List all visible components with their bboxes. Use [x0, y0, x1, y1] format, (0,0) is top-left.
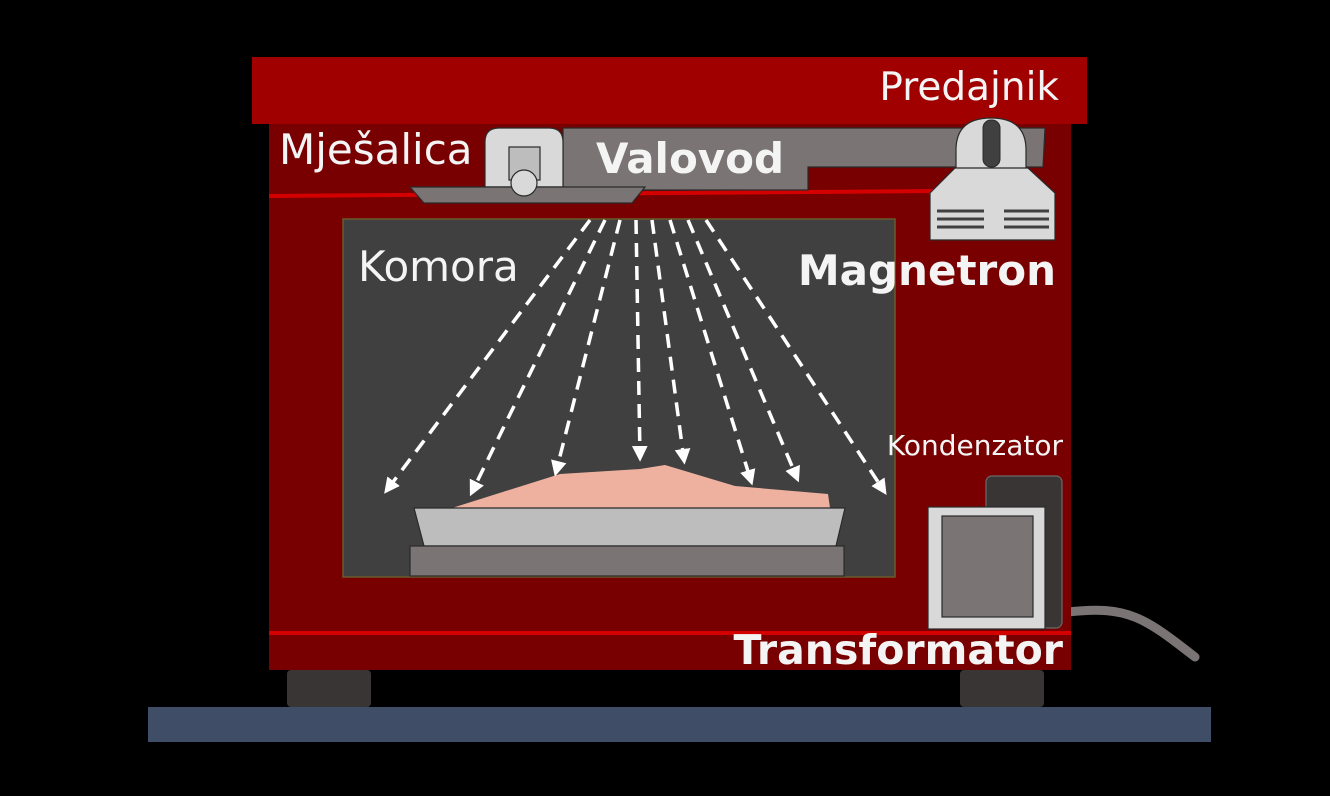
oven-foot-left	[287, 670, 371, 707]
stirrer-assembly	[408, 127, 647, 204]
magnetron	[929, 117, 1056, 241]
microwave-ray	[551, 219, 622, 477]
label-transmitter: Predajnik	[879, 65, 1059, 110]
microwave-ray	[704, 219, 887, 495]
power-cord	[1063, 605, 1200, 662]
stirrer-hub	[510, 169, 538, 197]
label-chamber: Komora	[358, 242, 519, 291]
food	[452, 465, 830, 508]
magnetron-vents	[937, 209, 1049, 229]
label-capacitor: Kondenzator	[887, 429, 1064, 462]
label-waveguide: Valovod	[596, 134, 784, 183]
microwave-rays	[384, 218, 887, 497]
magnetron-body	[929, 167, 1056, 241]
microwave-ray	[650, 219, 691, 465]
label-transformer: Transformator	[733, 626, 1063, 674]
top-panel	[252, 57, 1087, 124]
microwave-ray	[384, 218, 592, 494]
magnetron-antenna	[982, 119, 1001, 168]
label-stirrer: Mješalica	[279, 125, 473, 174]
transformer-core	[941, 515, 1034, 618]
floor-surface	[148, 707, 1211, 742]
microwave-ray	[631, 219, 648, 462]
turntable-base	[409, 545, 845, 577]
oven-foot-right	[960, 670, 1044, 707]
microwave-ray	[686, 219, 800, 483]
tray	[413, 507, 846, 547]
label-magnetron: Magnetron	[798, 246, 1056, 295]
microwave-ray	[469, 219, 607, 497]
